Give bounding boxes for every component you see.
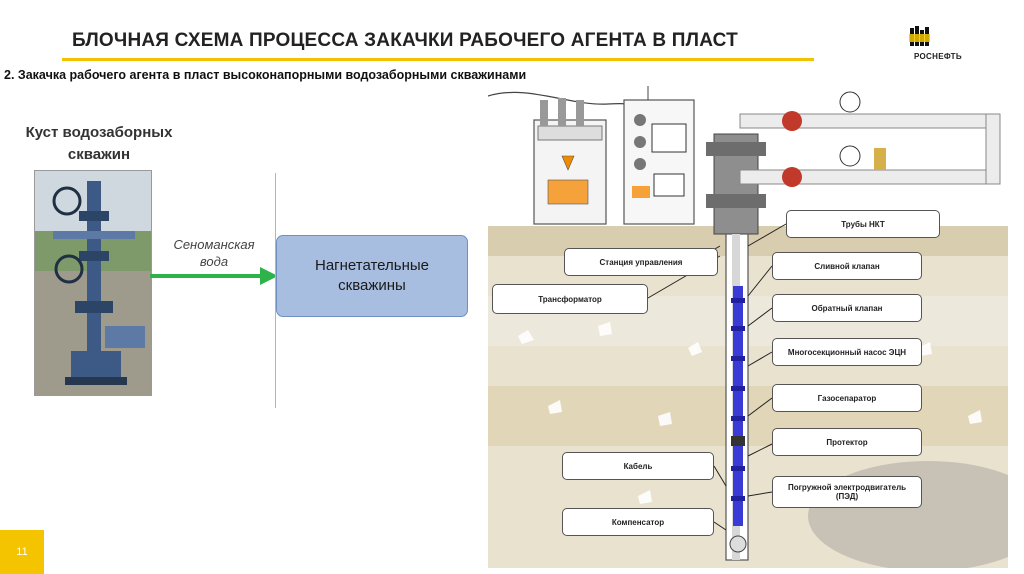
injection-wells-box: Нагнетательные скважины [276, 235, 468, 317]
slide-number: 11 [0, 530, 44, 574]
wellhead-photo [34, 170, 152, 396]
label-transformer: Трансформатор [492, 284, 648, 314]
flow-arrow-icon [150, 267, 278, 285]
label-drain-valve: Сливной клапан [772, 252, 922, 280]
injection-wells-label: Нагнетательные скважины [314, 257, 429, 294]
label-pump: Многосекционный насос ЭЦН [772, 338, 922, 366]
label-protector: Протектор [772, 428, 922, 456]
arrow-label: Сеноманская вода [173, 237, 255, 269]
label-check-valve: Обратный клапан [772, 294, 922, 322]
label-tubing: Трубы НКТ [786, 210, 940, 238]
cluster-label: Куст водозаборных скважин [25, 124, 173, 163]
subtitle: 2. Закачка рабочего агента в пласт высок… [4, 68, 527, 82]
label-gas-separator: Газосепаратор [772, 384, 922, 412]
divider-line [275, 173, 276, 408]
esp-diagram: Трубы НКТ Сливной клапан Обратный клапан… [488, 86, 1008, 568]
label-cable: Кабель [562, 452, 714, 480]
logo-text: РОСНЕФТЬ [914, 52, 962, 61]
label-compensator: Компенсатор [562, 508, 714, 536]
label-control-station: Станция управления [564, 248, 718, 276]
label-motor: Погружной электродвигатель (ПЭД) [772, 476, 922, 508]
rosneft-logo-icon [909, 26, 930, 46]
page-title: БЛОЧНАЯ СХЕМА ПРОЦЕССА ЗАКАЧКИ РАБОЧЕГО … [72, 30, 738, 51]
title-underline [62, 58, 814, 61]
